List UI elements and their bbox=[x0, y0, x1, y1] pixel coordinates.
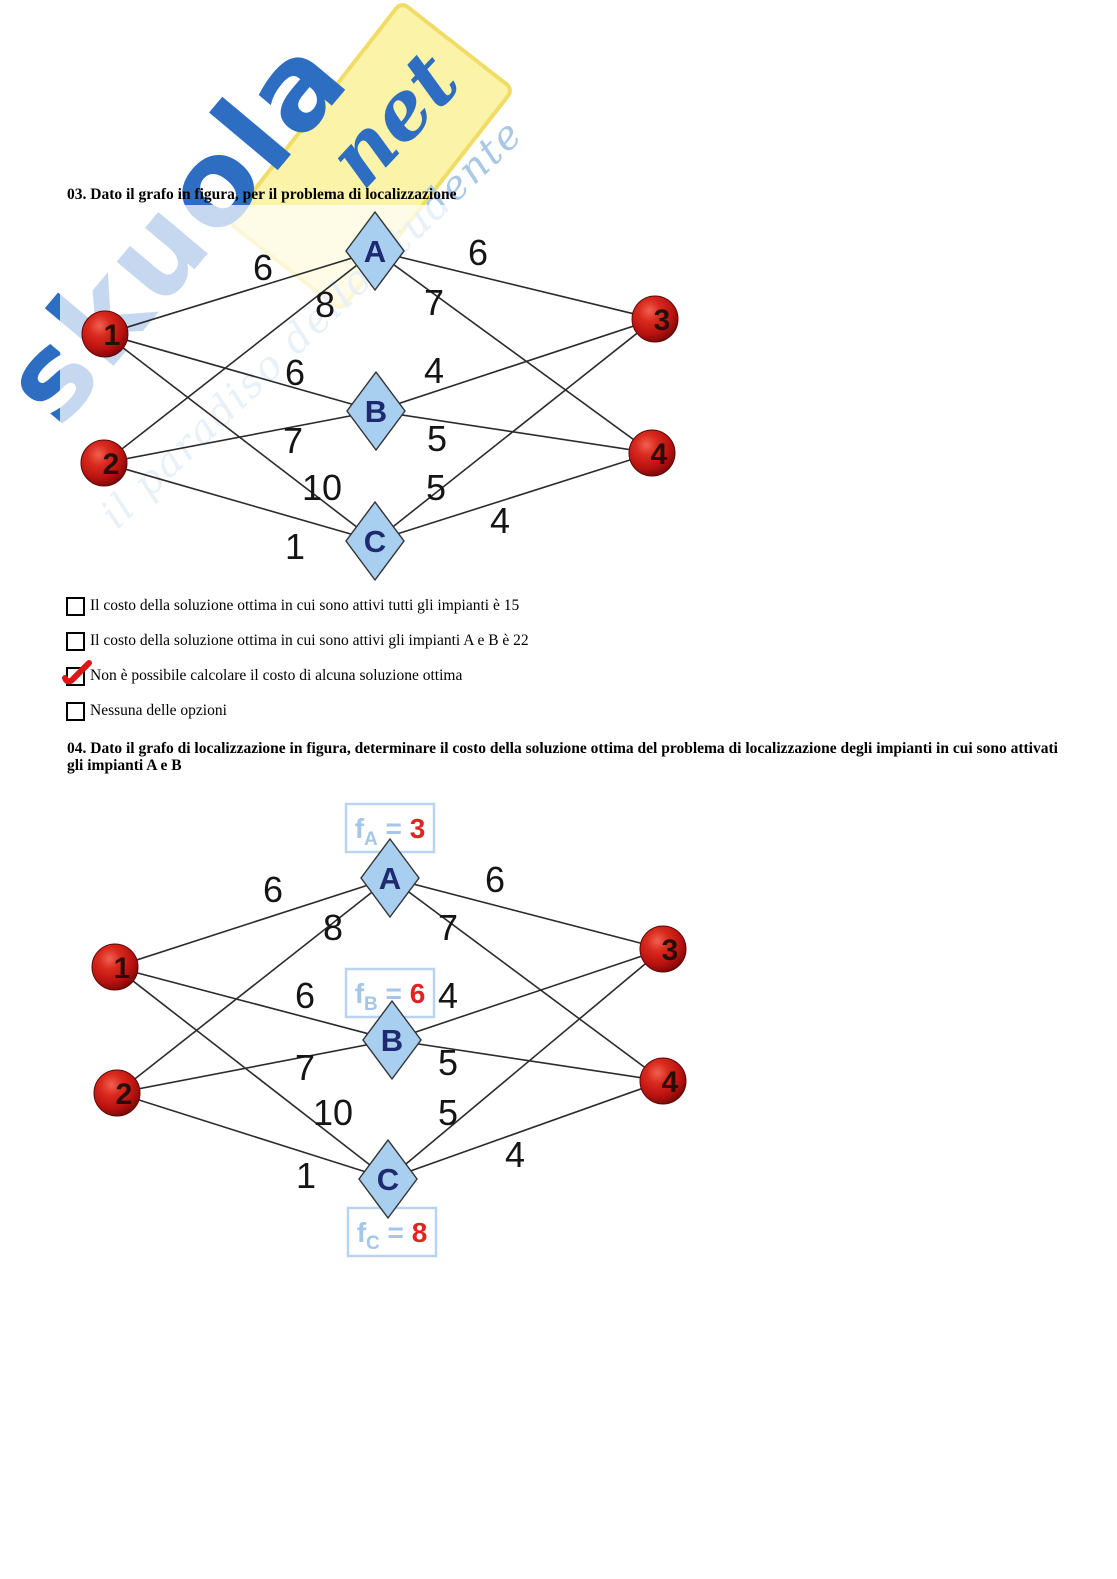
answer-option-4: Nessuna delle opzioni bbox=[66, 701, 227, 725]
facility-label-B: B bbox=[381, 1023, 403, 1058]
edge-B-4 bbox=[375, 410, 653, 454]
edge-B-4 bbox=[391, 1039, 664, 1082]
facility-label-C: C bbox=[364, 524, 386, 559]
facility-label-A: A bbox=[364, 234, 386, 269]
edge-1-C bbox=[114, 966, 389, 1180]
client-node-4 bbox=[639, 1057, 687, 1105]
edge-2-C bbox=[116, 1092, 389, 1180]
edge-weight-1-A: 6 bbox=[263, 869, 283, 910]
edge-weight-2-B: 7 bbox=[283, 420, 303, 461]
edge-B-3 bbox=[375, 318, 656, 412]
edge-weight-1-B: 6 bbox=[285, 352, 305, 393]
answer-option-1-label: Il costo della soluzione ottima in cui s… bbox=[90, 597, 520, 614]
client-node-2 bbox=[80, 439, 128, 487]
client-label-1: 1 bbox=[104, 319, 121, 352]
question-03-title: Dato il grafo in figura, per il problema… bbox=[90, 186, 457, 203]
answer-option-1: Il costo della soluzione ottima in cui s… bbox=[66, 596, 519, 620]
edge-weight-B-3: 4 bbox=[438, 975, 458, 1016]
edge-weight-1-B: 6 bbox=[295, 975, 315, 1016]
client-node-3 bbox=[639, 925, 687, 973]
edge-weight-B-3: 4 bbox=[424, 350, 444, 391]
edge-A-3 bbox=[389, 877, 664, 950]
answer-option-3-label: Non è possibile calcolare il costo di al… bbox=[90, 667, 463, 684]
edge-C-4 bbox=[387, 1080, 664, 1180]
answer-checkbox-2[interactable] bbox=[66, 632, 85, 651]
client-node-1 bbox=[81, 310, 129, 358]
client-node-3 bbox=[631, 295, 679, 343]
question-04-title: Dato il grafo di localizzazione in figur… bbox=[67, 740, 1058, 774]
edge-weight-1-C: 10 bbox=[313, 1092, 353, 1133]
edge-B-3 bbox=[391, 948, 664, 1041]
edge-weight-2-A: 8 bbox=[323, 907, 343, 948]
question-04-number: 04. bbox=[67, 740, 87, 757]
question-04-heading: 04. Dato il grafo di localizzazione in f… bbox=[67, 740, 1072, 774]
facility-cost-C: fC = 8 bbox=[357, 1217, 428, 1254]
edge-weight-2-A: 8 bbox=[315, 284, 335, 325]
edge-C-3 bbox=[387, 948, 664, 1180]
answer-option-3: Non è possibile calcolare il costo di al… bbox=[62, 660, 463, 690]
edge-weight-A-3: 6 bbox=[485, 859, 505, 900]
client-label-4: 4 bbox=[662, 1066, 679, 1099]
answer-option-2-label: Il costo della soluzione ottima in cui s… bbox=[90, 632, 529, 649]
edge-2-A bbox=[116, 877, 391, 1094]
client-label-2: 2 bbox=[103, 448, 120, 481]
edge-1-C bbox=[104, 333, 376, 542]
facility-node-C bbox=[345, 500, 405, 582]
edge-2-A bbox=[103, 250, 376, 464]
answer-checkbox-1[interactable] bbox=[66, 597, 85, 616]
facility-cost-A: fA = 3 bbox=[355, 813, 426, 850]
edge-weight-2-B: 7 bbox=[295, 1047, 315, 1088]
client-label-2: 2 bbox=[116, 1078, 133, 1111]
edge-weight-2-C: 1 bbox=[296, 1155, 316, 1196]
edge-1-B bbox=[114, 966, 393, 1041]
edge-C-4 bbox=[374, 452, 653, 542]
edge-weight-1-A: 6 bbox=[253, 247, 273, 288]
client-node-2 bbox=[93, 1069, 141, 1117]
edge-weight-A-4: 7 bbox=[424, 282, 444, 323]
edge-A-4 bbox=[374, 250, 653, 454]
edge-2-B bbox=[116, 1039, 393, 1094]
facility-node-B bbox=[362, 999, 422, 1081]
edge-weight-C-4: 4 bbox=[505, 1134, 525, 1175]
edge-weight-C-4: 4 bbox=[490, 500, 510, 541]
facility-node-B bbox=[346, 370, 406, 452]
answer-checkbox-3[interactable] bbox=[62, 660, 92, 686]
facility-label-C: C bbox=[377, 1162, 399, 1197]
facility-label-B: B bbox=[365, 394, 387, 429]
facility-node-C bbox=[358, 1138, 418, 1220]
question-03-number: 03. bbox=[67, 186, 87, 203]
edge-weight-C-3: 5 bbox=[426, 467, 446, 508]
edge-weight-C-3: 5 bbox=[438, 1092, 458, 1133]
client-label-4: 4 bbox=[651, 438, 668, 471]
edge-weight-B-4: 5 bbox=[438, 1042, 458, 1083]
client-label-3: 3 bbox=[662, 934, 679, 967]
edge-A-3 bbox=[374, 250, 656, 320]
facility-label-A: A bbox=[379, 861, 401, 896]
facility-node-A bbox=[360, 837, 420, 919]
client-label-3: 3 bbox=[654, 304, 671, 337]
edge-1-B bbox=[104, 333, 377, 412]
client-label-1: 1 bbox=[114, 952, 131, 985]
edge-weight-1-C: 10 bbox=[302, 467, 342, 508]
facility-node-A bbox=[345, 210, 405, 292]
answer-checkbox-4[interactable] bbox=[66, 702, 85, 721]
edge-weight-2-C: 1 bbox=[285, 526, 305, 567]
edge-1-A bbox=[104, 250, 376, 335]
edge-A-4 bbox=[389, 877, 664, 1082]
edge-weight-A-4: 7 bbox=[438, 907, 458, 948]
question-03-heading: 03. Dato il grafo in figura, per il prob… bbox=[67, 186, 967, 203]
edge-weight-B-4: 5 bbox=[427, 418, 447, 459]
edge-2-C bbox=[103, 462, 376, 542]
edge-weight-A-3: 6 bbox=[468, 232, 488, 273]
edge-1-A bbox=[114, 877, 391, 968]
answer-option-2: Il costo della soluzione ottima in cui s… bbox=[66, 631, 529, 655]
client-node-1 bbox=[91, 943, 139, 991]
edge-C-3 bbox=[374, 318, 656, 542]
answer-option-4-label: Nessuna delle opzioni bbox=[90, 702, 227, 719]
client-node-4 bbox=[628, 429, 676, 477]
